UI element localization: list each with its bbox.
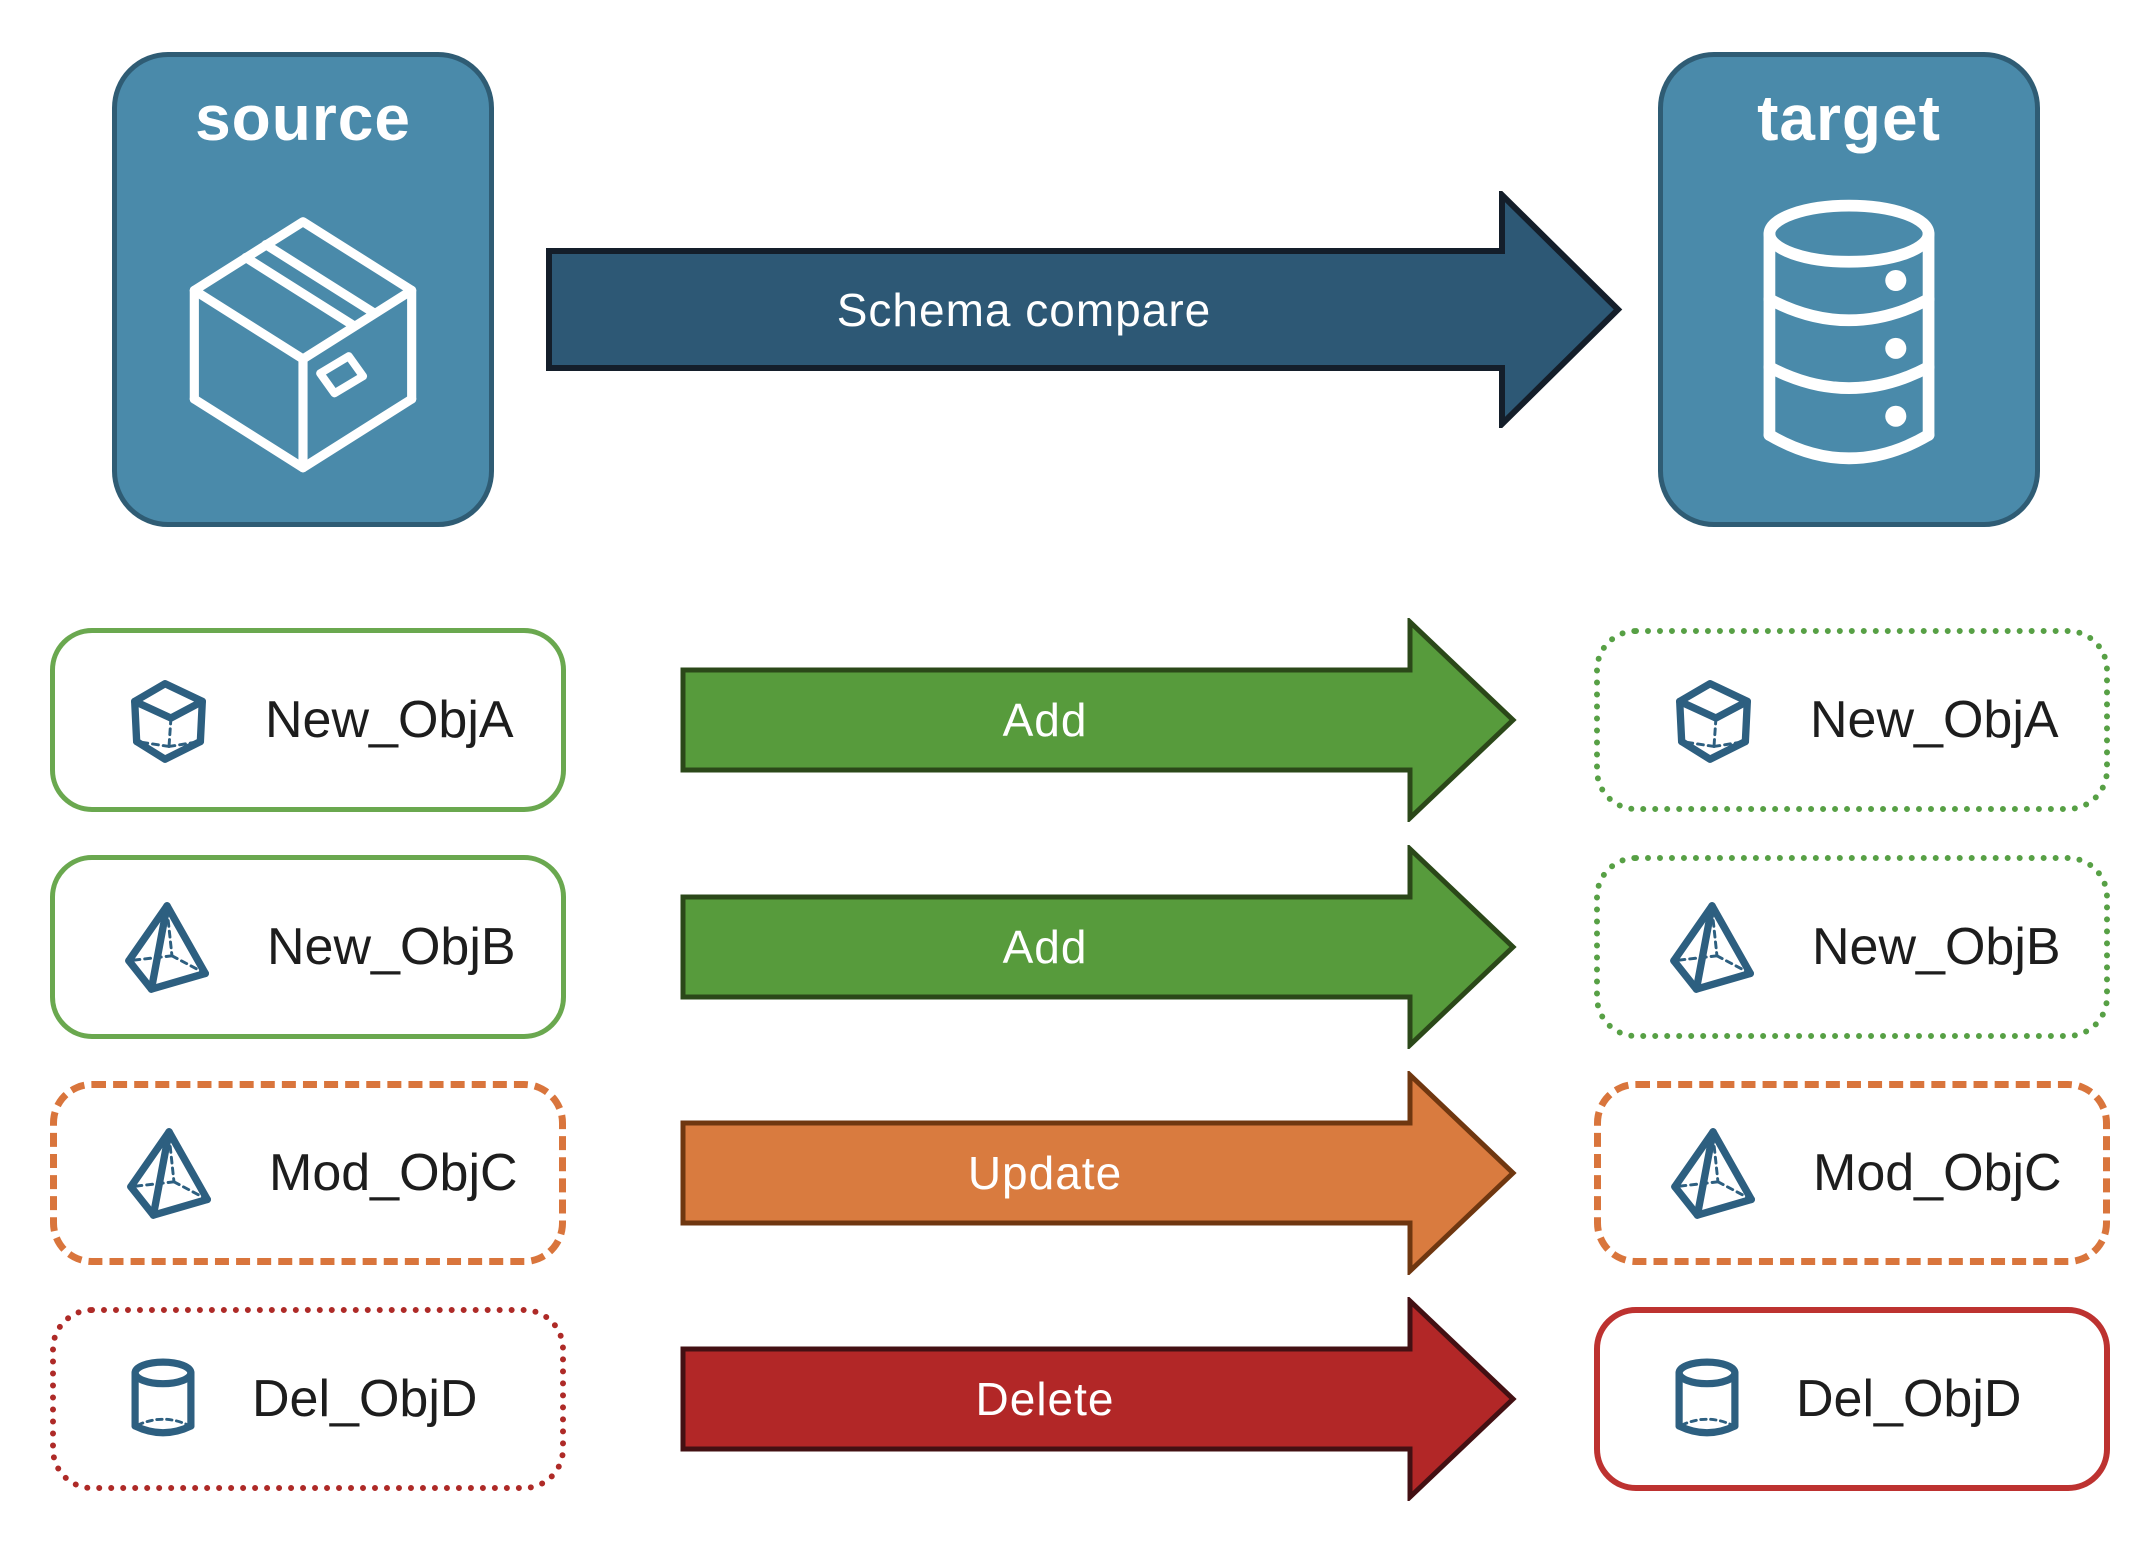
source-card-del-objd: Del_ObjD xyxy=(50,1307,566,1491)
object-label: Del_ObjD xyxy=(252,1370,478,1428)
cube-icon xyxy=(131,680,206,763)
pyramid-icon xyxy=(125,902,209,993)
target-card-new-obja: New_ObjA xyxy=(1594,628,2110,812)
package-icon xyxy=(189,216,417,472)
add-arrow-row1: Add xyxy=(680,618,1518,822)
update-arrow: Update xyxy=(680,1071,1518,1275)
object-label: Mod_ObjC xyxy=(1813,1144,2062,1202)
pyramid-icon xyxy=(127,1128,211,1219)
object-label: Del_ObjD xyxy=(1796,1370,2022,1428)
target-node: target xyxy=(1658,52,2040,527)
source-node-title: source xyxy=(195,82,411,154)
target-node-title: target xyxy=(1757,82,1941,154)
delete-arrow: Delete xyxy=(680,1297,1518,1501)
object-label: New_ObjA xyxy=(265,691,514,749)
target-card-del-objd: Del_ObjD xyxy=(1594,1307,2110,1491)
delete-arrow-label: Delete xyxy=(975,1373,1115,1425)
source-node: source xyxy=(112,52,494,527)
delete-arrow-shape xyxy=(680,1297,1517,1501)
update-arrow-shape xyxy=(680,1071,1517,1275)
target-card-mod-objc: Mod_ObjC xyxy=(1594,1081,2110,1265)
update-arrow-label: Update xyxy=(967,1147,1123,1199)
add-arrow-shape xyxy=(680,845,1517,1049)
object-label: Mod_ObjC xyxy=(269,1144,518,1202)
source-card-mod-objc: Mod_ObjC xyxy=(50,1081,566,1265)
database-icon xyxy=(1763,199,1935,464)
add-arrow-shape xyxy=(680,618,1517,822)
source-card-new-obja: New_ObjA xyxy=(50,628,566,812)
cylinder-icon xyxy=(1675,1358,1739,1437)
object-label: New_ObjB xyxy=(267,918,516,976)
schema-compare-arrow-shape xyxy=(546,191,1623,428)
cube-icon xyxy=(1676,680,1751,763)
cylinder-icon xyxy=(131,1358,195,1437)
object-label: New_ObjA xyxy=(1810,691,2059,749)
add-arrow-row2: Add xyxy=(680,845,1518,1049)
schema-compare-label: Schema compare xyxy=(836,283,1212,336)
pyramid-icon xyxy=(1670,902,1754,993)
target-card-new-objb: New_ObjB xyxy=(1594,855,2110,1039)
add-arrow-label: Add xyxy=(1002,921,1088,973)
source-card-new-objb: New_ObjB xyxy=(50,855,566,1039)
object-label: New_ObjB xyxy=(1812,918,2061,976)
pyramid-icon xyxy=(1671,1128,1755,1219)
schema-compare-arrow: Schema compare xyxy=(546,191,1624,428)
add-arrow-label: Add xyxy=(1002,694,1088,746)
